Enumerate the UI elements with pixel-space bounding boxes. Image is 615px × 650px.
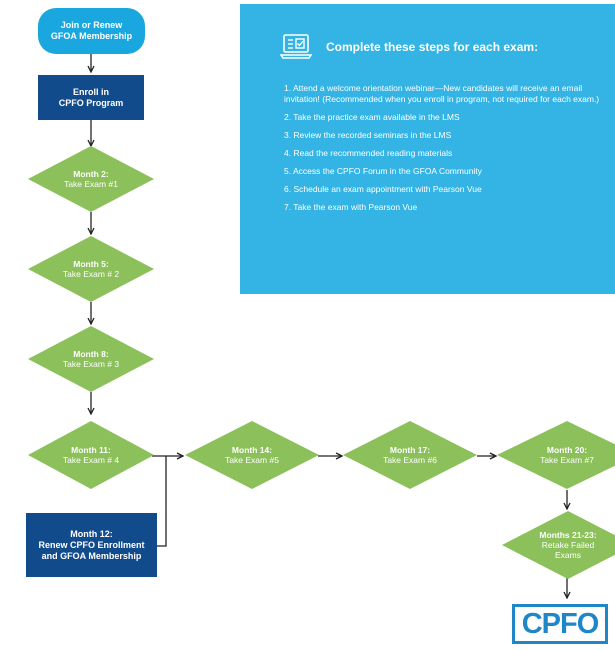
enroll-line1: Enroll in [73,86,109,97]
exam-6-month: Month 17: [389,445,431,455]
step-item: 7. Take the exam with Pearson Vue [284,202,418,212]
step-item: 4. Read the recommended reading material… [284,148,453,158]
exam-1-month: Month 2: [73,169,109,179]
cpfo-logo: CPFO [512,604,608,644]
cpfo-logo-text: CPFO [512,604,608,644]
enroll-cpfo-node: Enroll in CPFO Program [38,75,144,120]
exam-5-label: Take Exam #5 [225,455,279,465]
exam-steps-panel: Complete these steps for each exam: 1. A… [240,4,615,294]
exam-3-month: Month 8: [73,349,109,359]
retake-line3: Exams [555,550,581,560]
exam-6-label: Take Exam #6 [383,455,437,465]
renew-line3: and GFOA Membership [41,550,142,561]
exam-5-month: Month 14: [231,445,273,455]
exam-2-label: Take Exam # 2 [62,269,120,279]
join-renew-membership-node: Join or Renew GFOA Membership [38,8,145,54]
panel-title: Complete these steps for each exam: [326,40,539,54]
arrow-renew-link [157,456,167,547]
exam-4-month: Month 11: [71,445,111,455]
exam-1-label: Take Exam #1 [64,179,118,189]
steps-list: 1. Attend a welcome orientation webinar—… [284,83,612,220]
step-item: 1. Attend a welcome orientation webinar—… [284,83,600,104]
step-item: 5. Access the CPFO Forum in the GFOA Com… [284,166,482,176]
exam-7-label: Take Exam #7 [540,455,594,465]
enroll-line2: CPFO Program [58,97,124,108]
laptop-checklist-icon [280,34,312,59]
step-item: 6. Schedule an exam appointment with Pea… [284,184,482,194]
panel-header: Complete these steps for each exam: [280,34,538,60]
exam-3-label: Take Exam # 3 [62,359,120,369]
renew-line2: Renew CPFO Enrollment [38,539,145,550]
start-line2: GFOA Membership [50,31,133,41]
exam-7-month: Month 20: [546,445,588,455]
renew-enrollment-node: Month 12: Renew CPFO Enrollment and GFOA… [26,513,157,577]
exam-2-month: Month 5: [73,259,109,269]
renew-line1: Month 12: [70,528,113,539]
step-item: 2. Take the practice exam available in t… [284,112,460,122]
retake-month: Months 21-23: [539,530,597,540]
retake-line2: Retake Failed [541,540,595,550]
start-line1: Join or Renew [60,20,123,30]
exam-4-label: Take Exam # 4 [62,455,120,465]
step-item: 3. Review the recorded seminars in the L… [284,130,452,140]
